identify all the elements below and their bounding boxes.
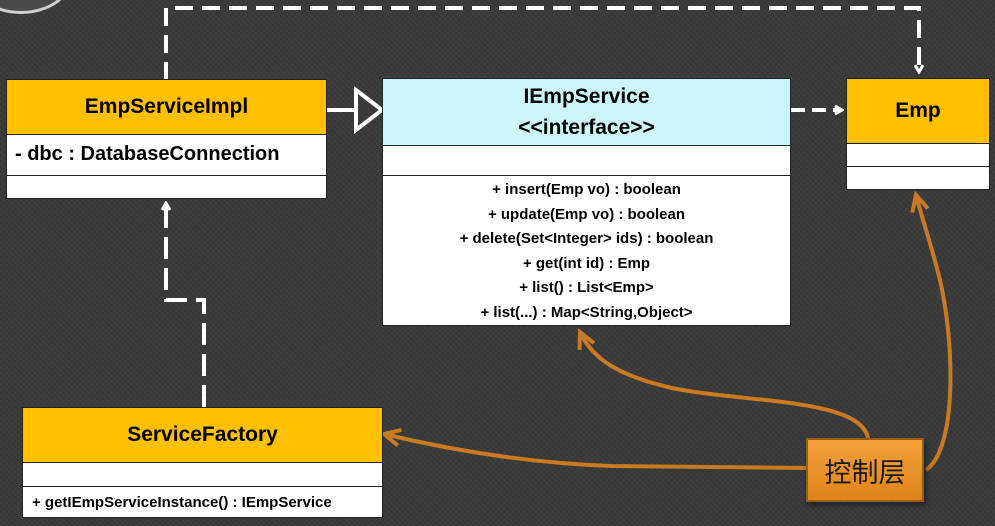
control-to-interface-arrow <box>580 332 870 439</box>
emp-service-impl-attributes: - dbc : DatabaseConnection <box>7 135 326 176</box>
emp-header: Emp <box>847 79 989 144</box>
emp-class: Emp <box>846 78 990 190</box>
method-delete: + delete(Set<Integer> ids) : boolean <box>459 230 714 247</box>
iemp-service-methods: + insert(Emp vo) : boolean + update(Emp … <box>383 176 790 325</box>
factory-impl-dependency-line <box>166 203 206 407</box>
impl-emp-dependency-line <box>164 6 919 80</box>
method-update: + update(Emp vo) : boolean <box>487 205 686 223</box>
method-get-iemp-service-instance: + getIEmpServiceInstance() : IEmpService <box>32 494 332 511</box>
dbc-attribute: - dbc : DatabaseConnection <box>15 143 280 165</box>
emp-service-impl-class: EmpServiceImpl - dbc : DatabaseConnectio… <box>6 79 327 199</box>
service-factory-header: ServiceFactory <box>23 408 382 463</box>
method-list: + list() : List<Emp> <box>519 279 654 296</box>
iemp-service-header: IEmpService <<interface>> <box>383 79 790 146</box>
iemp-service-attributes <box>383 146 790 176</box>
iemp-service-interface: IEmpService <<interface>> + insert(Emp v… <box>382 78 791 326</box>
service-factory-class: ServiceFactory + getIEmpServiceInstance(… <box>22 407 383 518</box>
emp-service-impl-name: EmpServiceImpl <box>84 95 249 118</box>
service-factory-attributes <box>23 463 382 487</box>
control-to-factory-arrow <box>384 434 807 470</box>
method-insert: + insert(Emp vo) : boolean <box>492 181 681 198</box>
control-layer-label: 控制层 <box>806 438 924 502</box>
method-get: + get(int id) : Emp <box>522 254 651 272</box>
emp-methods <box>847 167 989 189</box>
realization-arrowhead <box>354 85 386 135</box>
service-factory-methods: + getIEmpServiceInstance() : IEmpService <box>23 487 382 517</box>
iemp-service-name: IEmpService <box>523 85 650 108</box>
interface-stereotype: <<interface>> <box>518 116 655 139</box>
emp-attributes <box>847 144 989 167</box>
emp-service-impl-header: EmpServiceImpl <box>7 80 326 135</box>
method-list-map: + list(...) : Map<String,Object> <box>480 303 693 321</box>
service-factory-name: ServiceFactory <box>127 423 278 446</box>
emp-name: Emp <box>895 99 941 122</box>
control-to-emp-arrow <box>916 195 953 472</box>
emp-service-impl-methods <box>7 176 326 198</box>
